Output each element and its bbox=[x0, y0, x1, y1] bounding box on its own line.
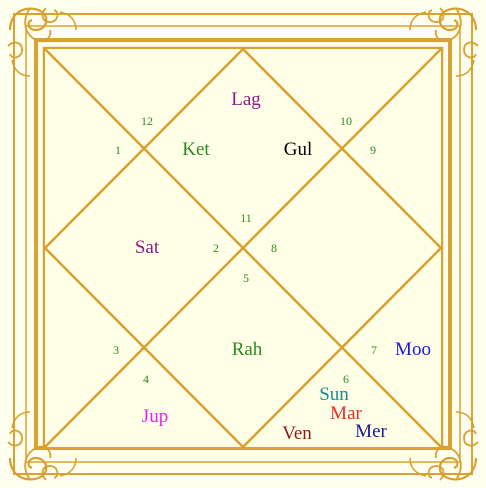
planet-label-lag: Lag bbox=[231, 89, 261, 110]
house-number: 2 bbox=[213, 241, 219, 255]
house-number: 11 bbox=[240, 211, 252, 225]
house-number: 5 bbox=[243, 271, 249, 285]
house-number: 8 bbox=[271, 241, 277, 255]
house-number: 1 bbox=[115, 143, 121, 157]
house-number: 10 bbox=[340, 114, 352, 128]
planet-label-sat: Sat bbox=[135, 237, 160, 258]
planet-label-ket: Ket bbox=[182, 139, 210, 160]
house-number: 3 bbox=[113, 343, 119, 357]
planet-label-rah: Rah bbox=[232, 339, 263, 360]
planet-label-jup: Jup bbox=[142, 406, 168, 427]
house-number: 9 bbox=[370, 143, 376, 157]
planet-label-sun: Sun bbox=[319, 384, 349, 405]
house-number: 12 bbox=[141, 114, 153, 128]
planet-label-mer: Mer bbox=[355, 421, 387, 442]
planet-label-ven: Ven bbox=[282, 423, 312, 444]
planet-label-moo: Moo bbox=[395, 339, 431, 360]
house-number: 4 bbox=[143, 372, 149, 386]
planet-label-gul: Gul bbox=[284, 139, 313, 160]
house-number: 7 bbox=[371, 343, 377, 357]
